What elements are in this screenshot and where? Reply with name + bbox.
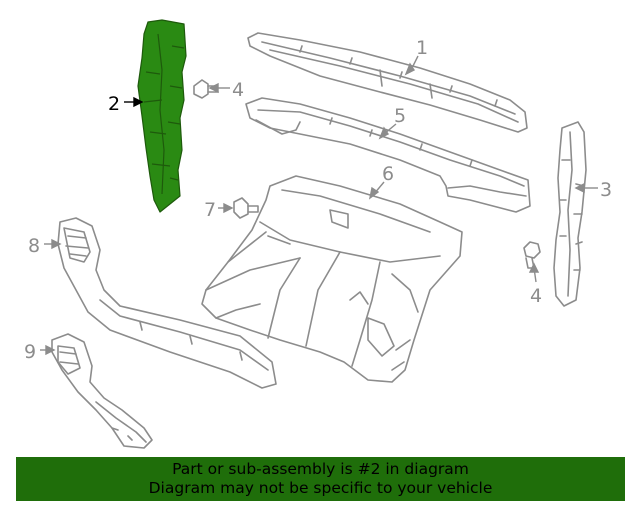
banner-line-part-number: Part or sub-assembly is #2 in diagram xyxy=(172,460,469,478)
part-2-highlighted-air-seal[interactable] xyxy=(137,19,187,213)
part-7-push-pin[interactable] xyxy=(233,197,259,219)
banner-line-disclaimer: Diagram may not be specific to your vehi… xyxy=(148,479,493,497)
parts-diagram: 1 2 3 4 4 5 6 7 8 9 xyxy=(24,19,612,449)
arrowhead-3 xyxy=(574,182,585,194)
arrowhead-8 xyxy=(51,238,62,250)
arrowhead-2 xyxy=(133,96,144,108)
part-4-push-pin-lower[interactable] xyxy=(523,241,541,269)
part-9-left-lower-deflector-small[interactable] xyxy=(51,333,153,449)
part-3-right-side-deflector[interactable] xyxy=(553,121,587,307)
callout-9: 9 xyxy=(24,341,36,363)
callout-3: 3 xyxy=(600,179,612,201)
part-5-air-deflector[interactable] xyxy=(245,97,531,213)
callout-1: 1 xyxy=(416,37,428,59)
info-banner: Part or sub-assembly is #2 in diagram Di… xyxy=(16,457,625,501)
callout-2: 2 xyxy=(108,93,120,115)
callout-4-upper: 4 xyxy=(232,79,244,101)
callout-5: 5 xyxy=(394,105,406,127)
arrowhead-4-lower xyxy=(528,262,540,273)
arrowhead-7 xyxy=(223,202,234,214)
part-8-left-lower-deflector[interactable] xyxy=(57,217,277,389)
part-6-lower-shroud[interactable] xyxy=(201,175,463,383)
arrowhead-9 xyxy=(45,344,56,356)
arrowhead-5 xyxy=(378,126,390,140)
callout-4-lower: 4 xyxy=(530,285,542,307)
arrowhead-1 xyxy=(404,62,416,76)
arrowhead-4-upper xyxy=(208,82,219,94)
callout-8: 8 xyxy=(28,235,40,257)
part-1-upper-support[interactable] xyxy=(247,32,528,133)
callout-7: 7 xyxy=(204,199,216,221)
callout-6: 6 xyxy=(382,163,394,185)
arrowhead-6 xyxy=(368,186,380,200)
